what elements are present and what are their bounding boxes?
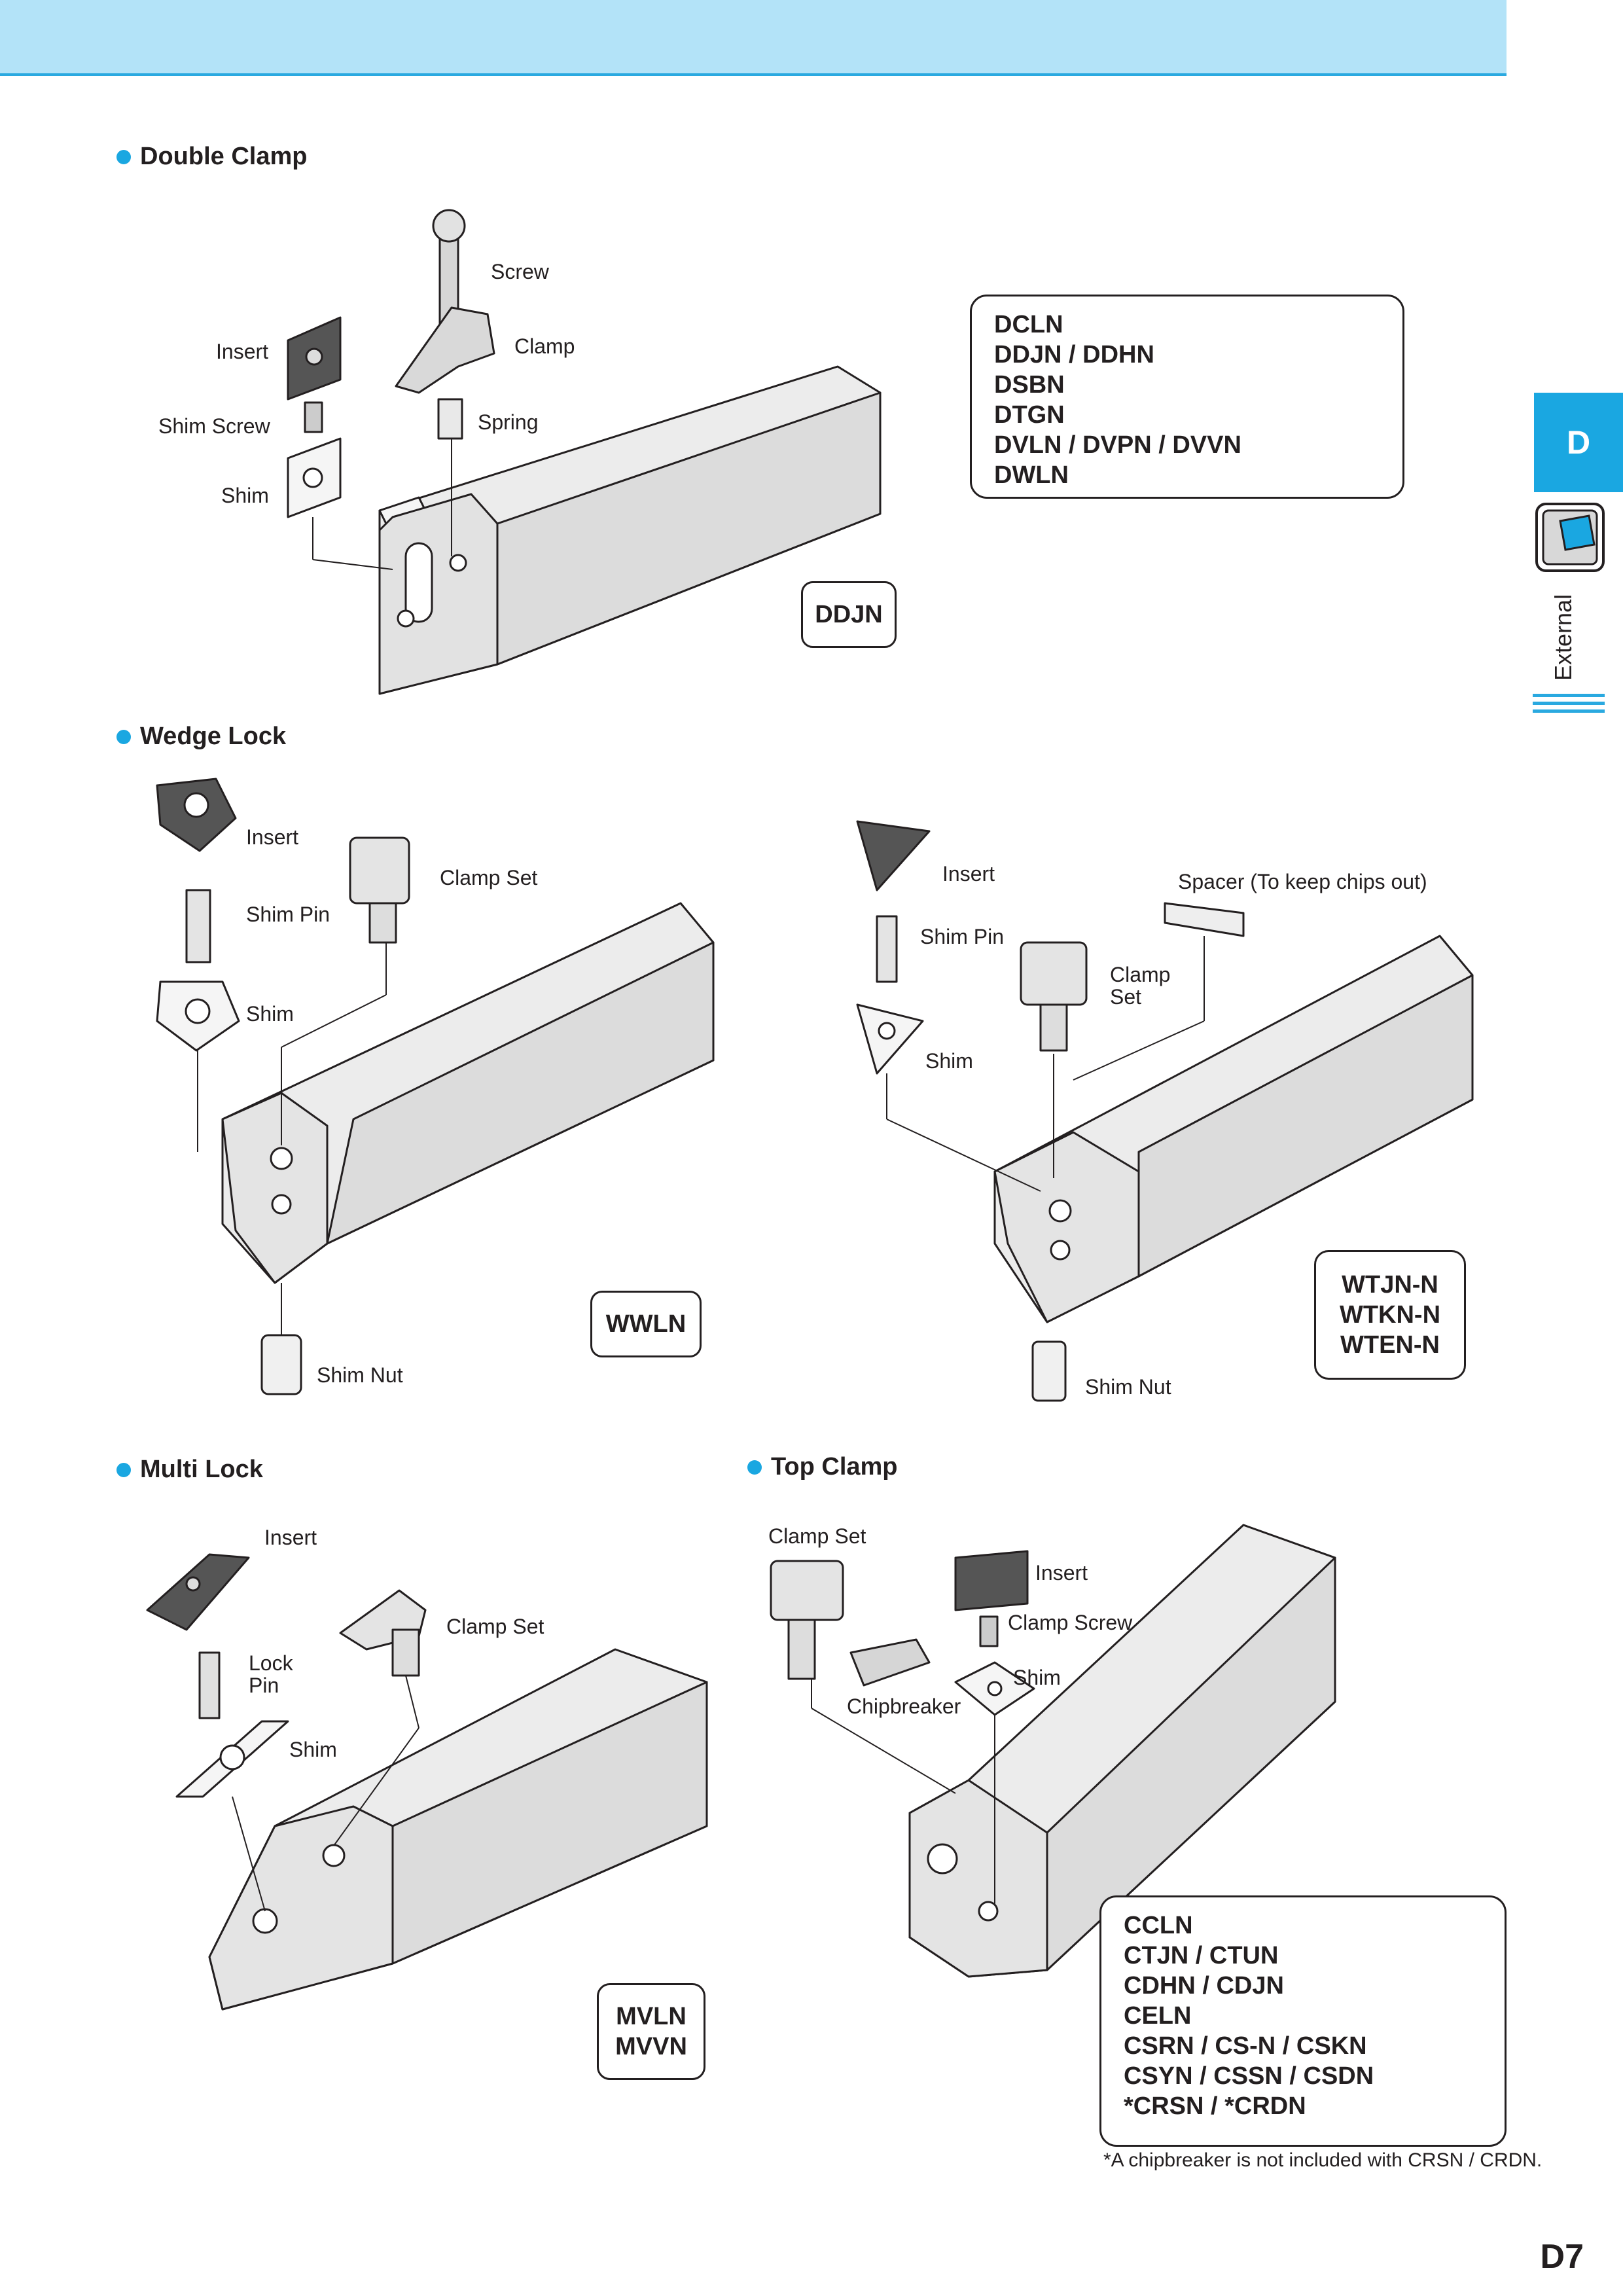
wtjn-n-holder-diagram — [856, 820, 1474, 1402]
page-number: D7 — [1540, 2238, 1584, 2276]
model-list-box-double-clamp: DCLN DDJN / DDHN DSBN DTGN DVLN / DVPN /… — [970, 295, 1404, 499]
label-chipbreaker: Chipbreaker — [847, 1695, 961, 1718]
label-shim-nut: Shim Nut — [1085, 1375, 1171, 1399]
section-title-wedge-lock: Wedge Lock — [116, 723, 286, 751]
label-insert: Insert — [1035, 1561, 1088, 1585]
label-shim-nut: Shim Nut — [317, 1363, 403, 1387]
section-title-double-clamp: Double Clamp — [116, 143, 307, 171]
section-title-text: Wedge Lock — [140, 723, 287, 750]
holder-code: WTKN-N — [1339, 1301, 1441, 1329]
mvln-holder-diagram — [146, 1553, 708, 2011]
label-clamp-screw: Clamp Screw — [1008, 1611, 1133, 1634]
label-shim-pin: Shim Pin — [246, 903, 330, 926]
stripe-divider — [1533, 694, 1605, 697]
model-list-box-top-clamp: CCLN CTJN / CTUN CDHN / CDJN CELN CSRN /… — [1099, 1895, 1507, 2147]
bullet-icon — [116, 729, 131, 744]
wwln-holder-diagram — [156, 778, 715, 1395]
stripe-divider — [1533, 709, 1605, 713]
label-insert: Insert — [264, 1526, 317, 1549]
side-tab-letter[interactable]: D — [1534, 393, 1623, 492]
label-shim: Shim — [1013, 1666, 1061, 1689]
holder-code-box-wtjn: WTJN-N WTKN-N WTEN-N — [1314, 1250, 1466, 1380]
model-code: CDHN / CDJN — [1124, 1972, 1284, 2000]
label-lock-pin-line1: Lock — [249, 1651, 293, 1675]
ddjn-holder-diagram — [287, 209, 882, 695]
section-title-text: Top Clamp — [771, 1453, 898, 1480]
holder-code: DDJN — [815, 601, 883, 628]
holder-code: WWLN — [605, 1310, 687, 1338]
model-code: *CRSN / *CRDN — [1124, 2092, 1306, 2120]
model-code: CCLN — [1124, 1912, 1193, 1939]
holder-code: MVLN — [616, 2003, 687, 2030]
model-code: DVLN / DVPN / DVVN — [994, 431, 1241, 459]
label-shim-pin: Shim Pin — [920, 925, 1005, 948]
label-shim: Shim — [289, 1738, 337, 1761]
model-code: DWLN — [994, 461, 1069, 489]
label-shim: Shim — [925, 1049, 973, 1073]
label-insert: Insert — [216, 340, 269, 363]
label-screw: Screw — [491, 260, 549, 283]
label-shim: Shim — [246, 1002, 294, 1026]
bullet-icon — [747, 1460, 762, 1475]
holder-code-box-ddjn: DDJN — [801, 581, 897, 648]
label-spacer: Spacer (To keep chips out) — [1178, 870, 1427, 893]
model-code: DCLN — [994, 311, 1063, 338]
label-spring: Spring — [478, 410, 539, 434]
side-tab-label: External — [1550, 594, 1577, 681]
footnote: *A chipbreaker is not included with CRSN… — [1103, 2149, 1543, 2171]
section-title-text: Multi Lock — [140, 1456, 263, 1483]
model-code: DDJN / DDHN — [994, 341, 1154, 368]
label-shim: Shim — [221, 484, 269, 507]
header-band — [0, 0, 1507, 76]
holder-code-box-wwln: WWLN — [590, 1291, 702, 1357]
model-code: CSRN / CS-N / CSKN — [1124, 2032, 1367, 2060]
label-shim-screw: Shim Screw — [158, 414, 270, 438]
insert-category-icon — [1535, 503, 1605, 572]
bullet-icon — [116, 149, 131, 164]
section-title-multi-lock: Multi Lock — [116, 1456, 263, 1484]
model-code: CTJN / CTUN — [1124, 1942, 1279, 1969]
label-lock-pin-line2: Pin — [249, 1674, 279, 1697]
bullet-icon — [116, 1462, 131, 1477]
holder-code: WTEN-N — [1340, 1331, 1440, 1359]
label-clamp-set: Clamp Set — [446, 1615, 544, 1638]
stripe-divider — [1533, 702, 1605, 705]
label-clamp-set-line2: Set — [1110, 985, 1142, 1009]
section-title-top-clamp: Top Clamp — [747, 1453, 898, 1481]
label-clamp-set: Clamp Set — [768, 1524, 866, 1548]
label-insert: Insert — [246, 825, 299, 849]
holder-code: MVVN — [615, 2033, 687, 2060]
top-clamp-holder-diagram — [770, 1524, 1336, 1978]
label-clamp: Clamp — [514, 334, 575, 358]
label-clamp-set-line1: Clamp — [1110, 963, 1171, 986]
model-code: CSYN / CSSN / CSDN — [1124, 2062, 1374, 2090]
holder-code-box-mvln: MVLN MVVN — [597, 1983, 705, 2080]
model-code: DTGN — [994, 401, 1065, 429]
section-title-text: Double Clamp — [140, 143, 308, 170]
holder-code: WTJN-N — [1342, 1271, 1438, 1299]
model-code: CELN — [1124, 2002, 1192, 2030]
label-insert: Insert — [942, 862, 995, 886]
model-code: DSBN — [994, 371, 1065, 399]
label-clamp-set: Clamp Set — [440, 866, 538, 889]
